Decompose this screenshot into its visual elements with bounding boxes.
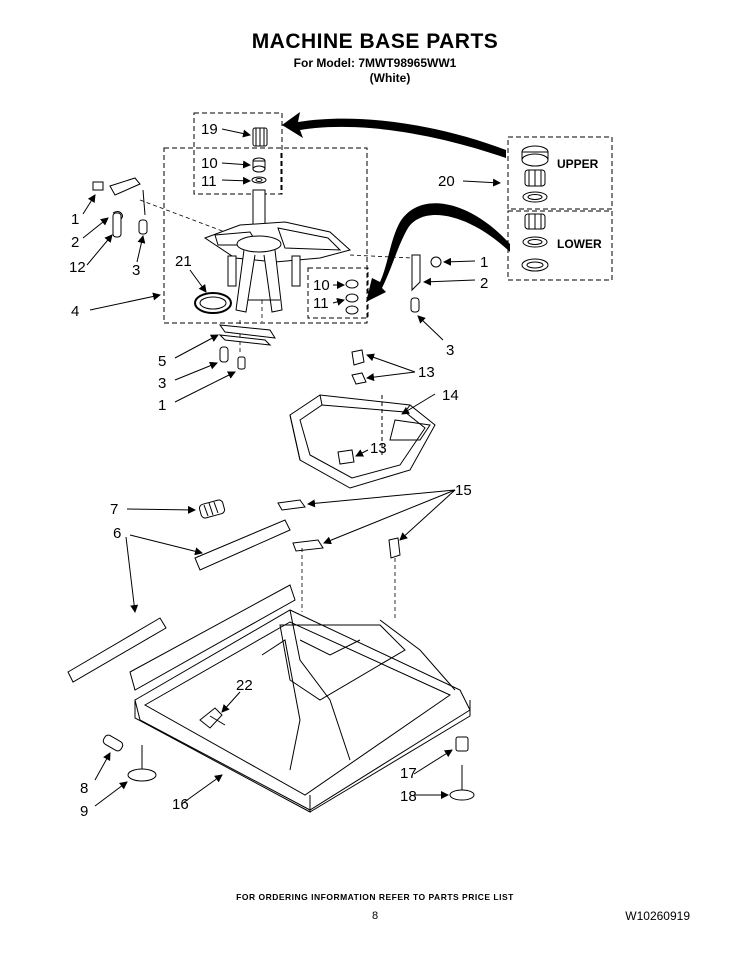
callout-3-right: 3 bbox=[446, 342, 454, 359]
part-9-foot bbox=[127, 745, 157, 782]
callout-6: 6 bbox=[113, 525, 121, 542]
box-upper bbox=[507, 136, 613, 210]
callout-1-lower: 1 bbox=[158, 397, 166, 414]
callout-1-right: 1 bbox=[480, 254, 488, 271]
callout-4: 4 bbox=[71, 303, 79, 320]
left-bracket-parts bbox=[92, 177, 148, 238]
label-lower: LOWER bbox=[557, 237, 602, 251]
part-8-bumper bbox=[102, 734, 124, 752]
model-line: For Model: 7MWT98965WW1 bbox=[293, 56, 457, 70]
callout-17: 17 bbox=[400, 765, 417, 782]
left-lower-parts bbox=[218, 324, 276, 370]
part-7-spring bbox=[198, 499, 226, 519]
part-14-frame bbox=[289, 394, 436, 489]
document-number: W10260919 bbox=[625, 909, 690, 923]
callout-7: 7 bbox=[110, 501, 118, 518]
base-assembly-spider bbox=[203, 189, 352, 313]
callout-22: 22 bbox=[236, 677, 253, 694]
callout-10-top: 10 bbox=[201, 155, 218, 172]
callout-10-right: 10 bbox=[313, 277, 330, 294]
right-bracket-parts bbox=[410, 254, 442, 313]
part-21-ring bbox=[194, 292, 232, 314]
box-lower bbox=[507, 210, 613, 281]
part-10-11-right bbox=[345, 279, 359, 315]
callout-18: 18 bbox=[400, 788, 417, 805]
part-19-nut bbox=[252, 127, 268, 147]
callout-1-left: 1 bbox=[71, 211, 79, 228]
callout-11-top: 11 bbox=[201, 173, 217, 190]
upper-cam-parts bbox=[521, 145, 549, 203]
curved-arrow-lower bbox=[366, 203, 510, 302]
callout-8: 8 bbox=[80, 780, 88, 797]
part-17-bushing bbox=[455, 736, 469, 752]
callout-14: 14 bbox=[442, 387, 459, 404]
part-13-clips bbox=[337, 349, 367, 465]
callout-2-right: 2 bbox=[480, 275, 488, 292]
page-title: MACHINE BASE PARTS bbox=[251, 30, 499, 53]
box-10-11-right bbox=[307, 267, 369, 319]
box-19-10-11 bbox=[193, 112, 283, 195]
label-upper: UPPER bbox=[557, 157, 599, 171]
part-15-pieces bbox=[277, 499, 401, 559]
callout-5: 5 bbox=[158, 353, 166, 370]
ordering-footer: FOR ORDERING INFORMATION REFER TO PARTS … bbox=[236, 892, 514, 902]
box-base-assembly bbox=[163, 147, 368, 324]
callout-15: 15 bbox=[455, 482, 472, 499]
page-number: 8 bbox=[371, 910, 379, 922]
lower-cam-parts bbox=[521, 213, 549, 272]
callout-3-left: 3 bbox=[132, 262, 140, 279]
color-line: (White) bbox=[369, 71, 411, 85]
part-18-foot bbox=[449, 765, 475, 801]
callout-19: 19 bbox=[201, 121, 218, 138]
callout-13-top: 13 bbox=[418, 364, 435, 381]
callout-3-lower: 3 bbox=[158, 375, 166, 392]
part-6-brackets bbox=[67, 519, 291, 683]
callout-12: 12 bbox=[69, 259, 86, 276]
part-16-base-frame bbox=[129, 584, 471, 813]
callout-20: 20 bbox=[438, 173, 455, 190]
part-11-washer bbox=[251, 176, 267, 184]
part-10-cylinder bbox=[252, 157, 266, 173]
part-22-clip bbox=[199, 707, 226, 729]
callout-16: 16 bbox=[172, 796, 189, 813]
callout-21: 21 bbox=[175, 253, 192, 270]
callout-9: 9 bbox=[80, 803, 88, 820]
callout-2-left: 2 bbox=[71, 234, 79, 251]
callout-11-right: 11 bbox=[313, 295, 329, 312]
curved-arrow-upper bbox=[282, 112, 506, 158]
callout-13-bottom: 13 bbox=[370, 440, 387, 457]
